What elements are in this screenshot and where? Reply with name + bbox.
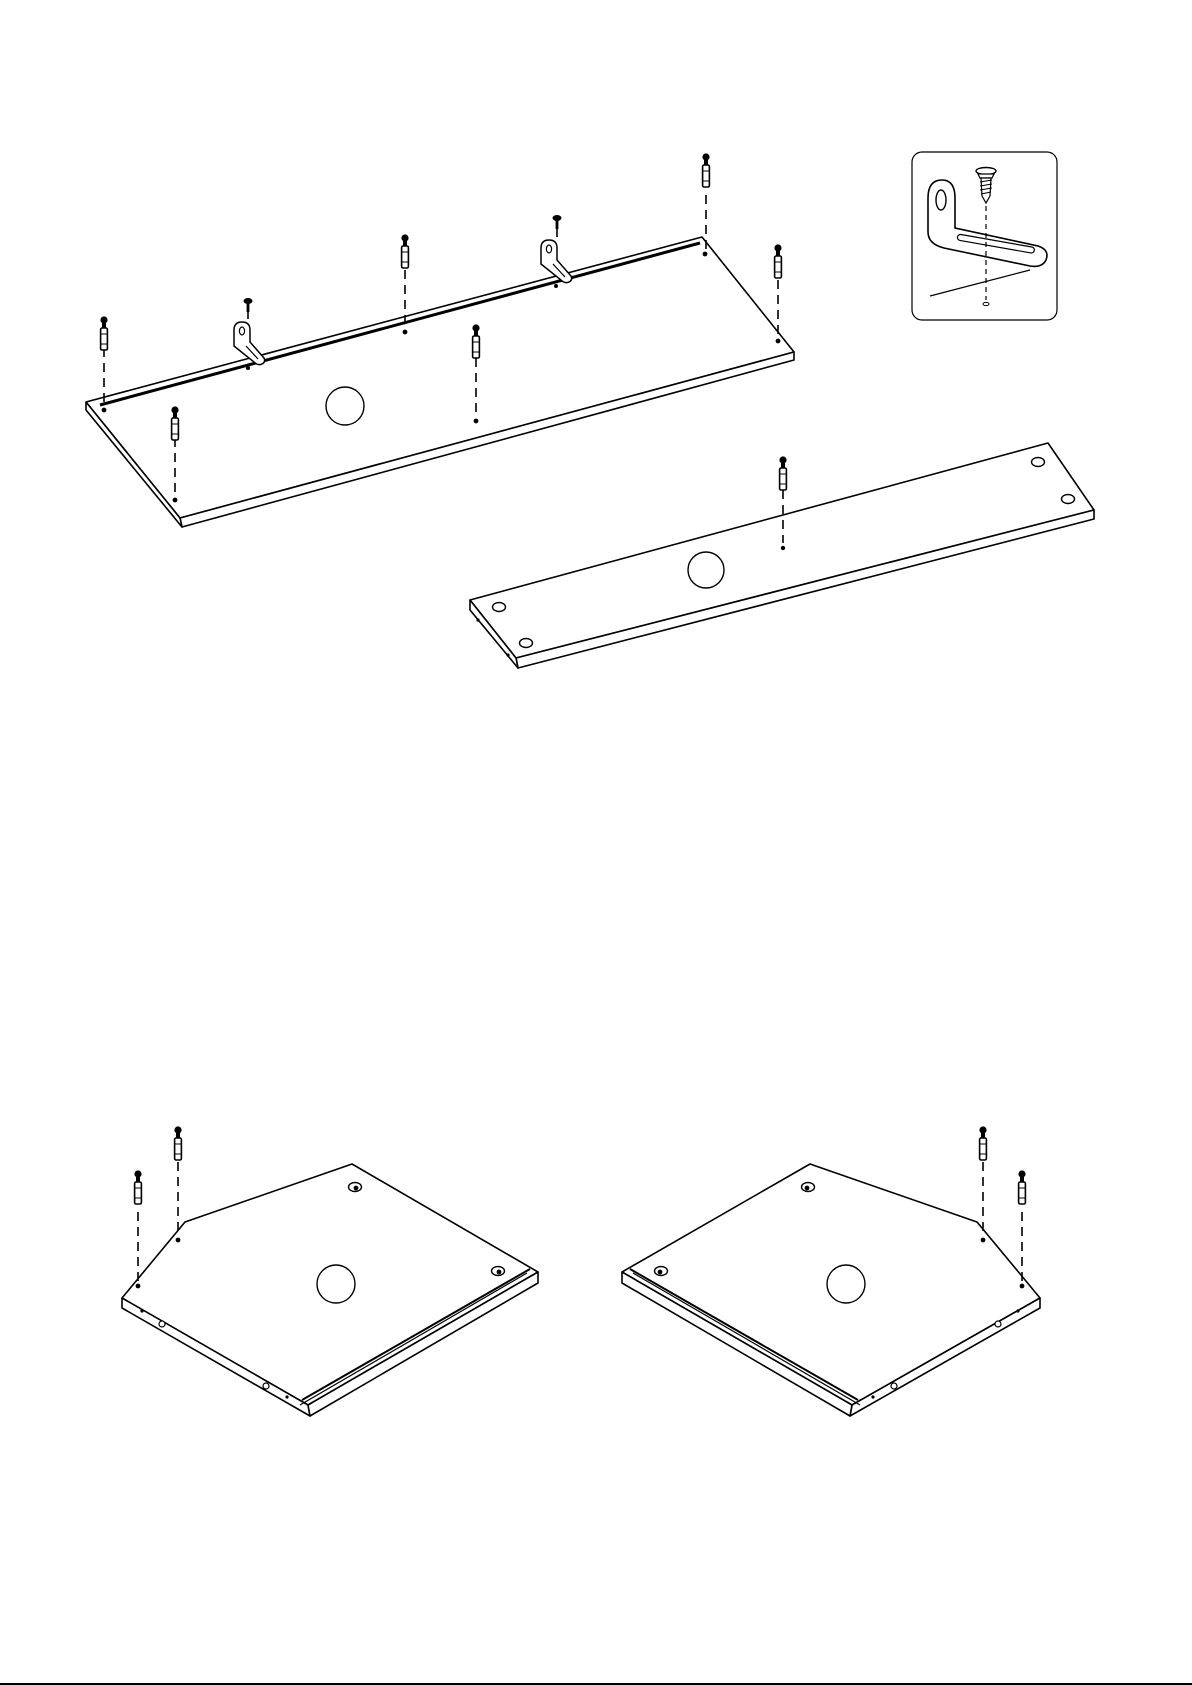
screw-icon	[244, 298, 253, 312]
cam-dowel-icon	[1018, 1170, 1025, 1204]
cam-dowel-icon	[979, 1126, 986, 1160]
part-label-circle-corner-right	[827, 1265, 865, 1303]
part-label-circle-corner-left	[317, 1265, 355, 1303]
part-label-circle-panel-narrow	[688, 552, 724, 588]
shelf-long	[86, 153, 794, 527]
cam-dowel-icon	[401, 234, 408, 268]
l-bracket-icon	[541, 240, 572, 283]
panel-narrow	[470, 443, 1094, 668]
cam-dowel-icon	[171, 406, 178, 440]
corner-right	[622, 1126, 1040, 1416]
cam-dowel-icon	[702, 153, 709, 187]
part-label-circle-shelf-long	[326, 387, 364, 425]
corner-left	[122, 1126, 538, 1416]
cam-dowel-icon	[779, 456, 786, 490]
cam-dowel-icon	[774, 244, 781, 278]
cam-dowel-icon	[472, 324, 479, 358]
cam-dowel-icon	[134, 1170, 141, 1204]
l-bracket-icon	[234, 322, 265, 365]
cam-dowel-icon	[100, 316, 107, 350]
cam-dowel-icon	[174, 1126, 181, 1160]
bracket-detail-inset	[912, 152, 1057, 320]
screw-icon	[553, 215, 562, 229]
